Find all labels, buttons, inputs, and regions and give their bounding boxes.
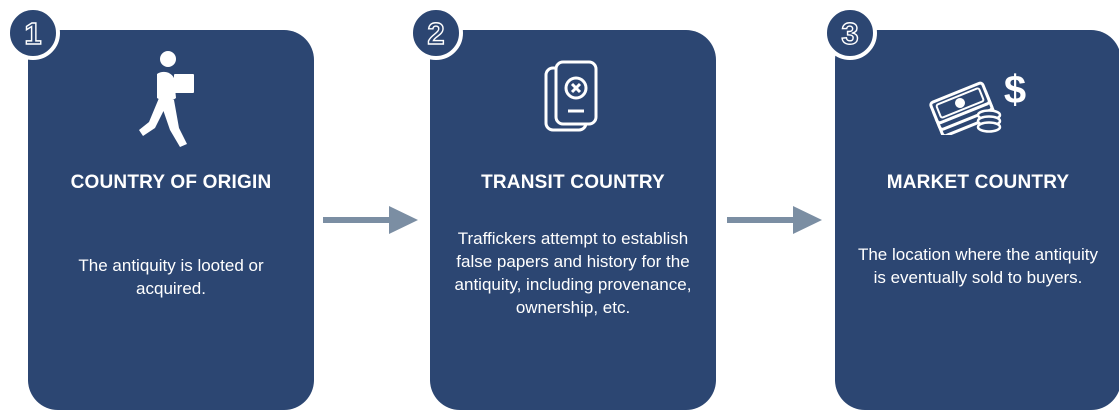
step-number-badge-3: 3 (823, 6, 877, 60)
person-carrying-box-icon (139, 51, 194, 147)
step-title: MARKET COUNTRY (886, 172, 1070, 193)
step-description: The location where the antiquity is even… (857, 245, 1099, 287)
step-description: Traffickers attempt to establish false p… (454, 229, 692, 317)
step-title: COUNTRY OF ORIGIN (70, 172, 272, 193)
arrow-right-icon (727, 206, 822, 234)
step-card-transit-country: TRANSIT COUNTRY Traffickers attempt to e… (430, 30, 716, 410)
step-card-market-country: $ MARKET COUNTRY The location where the … (835, 30, 1119, 410)
money-stack-dollar-icon: $ (929, 68, 1026, 135)
step-description: The antiquity is looted or acquired. (78, 256, 264, 298)
step-card-country-of-origin: COUNTRY OF ORIGIN The antiquity is loote… (28, 30, 314, 410)
step-title: TRANSIT COUNTRY (481, 172, 665, 193)
step-number-badge-1: 1 (6, 6, 60, 60)
document-x-icon (544, 60, 598, 132)
svg-text:$: $ (1004, 68, 1026, 112)
arrow-right-icon (323, 206, 418, 234)
step-number-badge-2: 2 (409, 6, 463, 60)
